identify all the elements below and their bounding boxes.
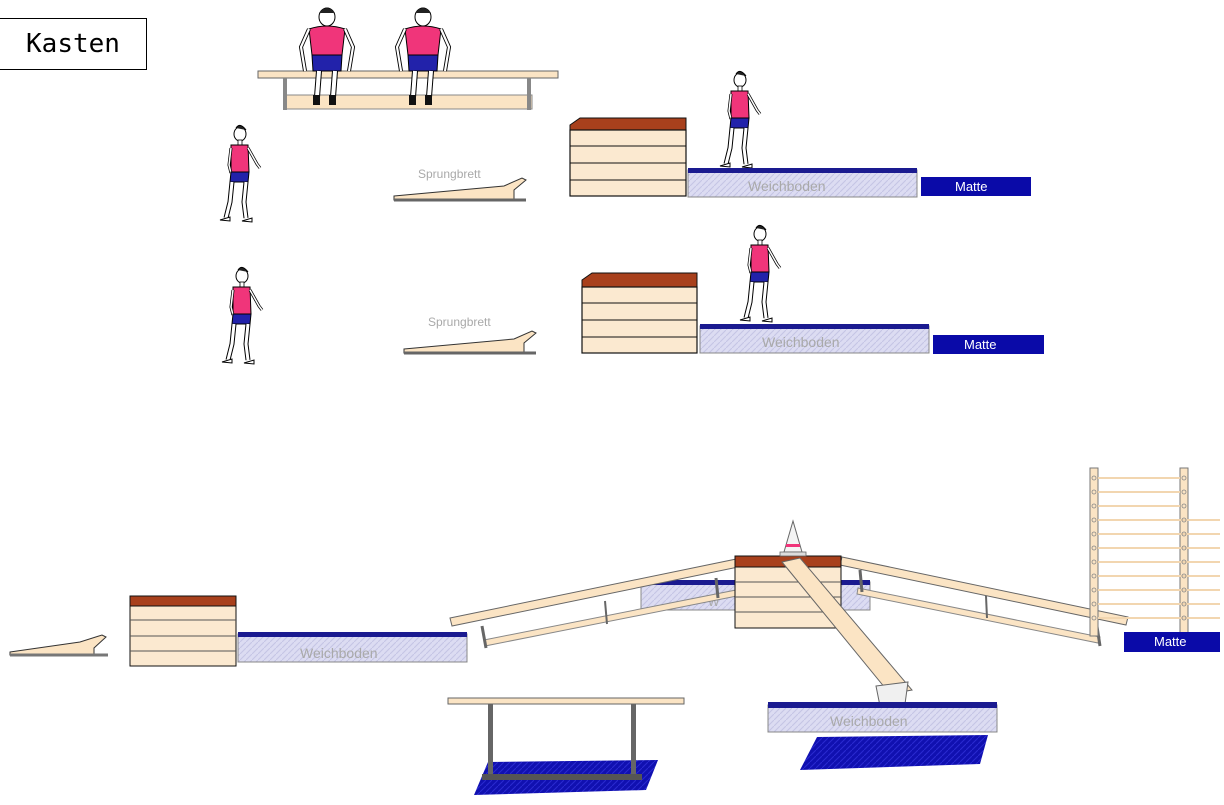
springboard-3 [9,634,108,657]
springboard-label-2: Sprungbrett [428,315,491,329]
cone-marker [779,519,807,557]
diagonal-bench [781,557,913,707]
landing-gymnast-2 [740,225,780,322]
soft-mat-label-3: Weichboden [300,645,378,661]
springboard-label-1: Sprungbrett [418,167,481,181]
soft-mat-1 [687,168,918,198]
mat-2 [933,335,1044,354]
inclined-bench-right [839,556,1129,647]
mat-label-2: Matte [964,337,997,352]
springboard-1 [392,176,528,202]
bench-with-seated-gymnasts [257,8,559,110]
soft-mat-label-4: Weichboden [830,713,908,729]
landing-gymnast-1 [720,71,760,168]
mat-1 [921,177,1031,196]
floor-mat-right [800,735,988,770]
mat-3 [1124,632,1220,652]
inclined-bench-left [449,556,749,649]
waiting-gymnast-1 [220,125,260,222]
soft-mat-3 [237,632,468,663]
vaulting-box-3 [129,595,237,667]
wall-bars [1089,467,1220,637]
mat-label-3: Matte [1154,634,1187,649]
vaulting-box-2 [581,272,698,354]
soft-mat-4 [767,702,998,733]
waiting-gymnast-2 [222,267,262,364]
springboard-2 [402,329,538,355]
parallel-bars [447,697,685,795]
mat-label-1: Matte [955,179,988,194]
soft-mat-label-1: Weichboden [748,178,826,194]
soft-mat-label-2: Weichboden [762,334,840,350]
vaulting-box-1 [569,117,687,197]
page-title: Kasten [0,18,147,70]
soft-mat-2 [699,324,930,354]
